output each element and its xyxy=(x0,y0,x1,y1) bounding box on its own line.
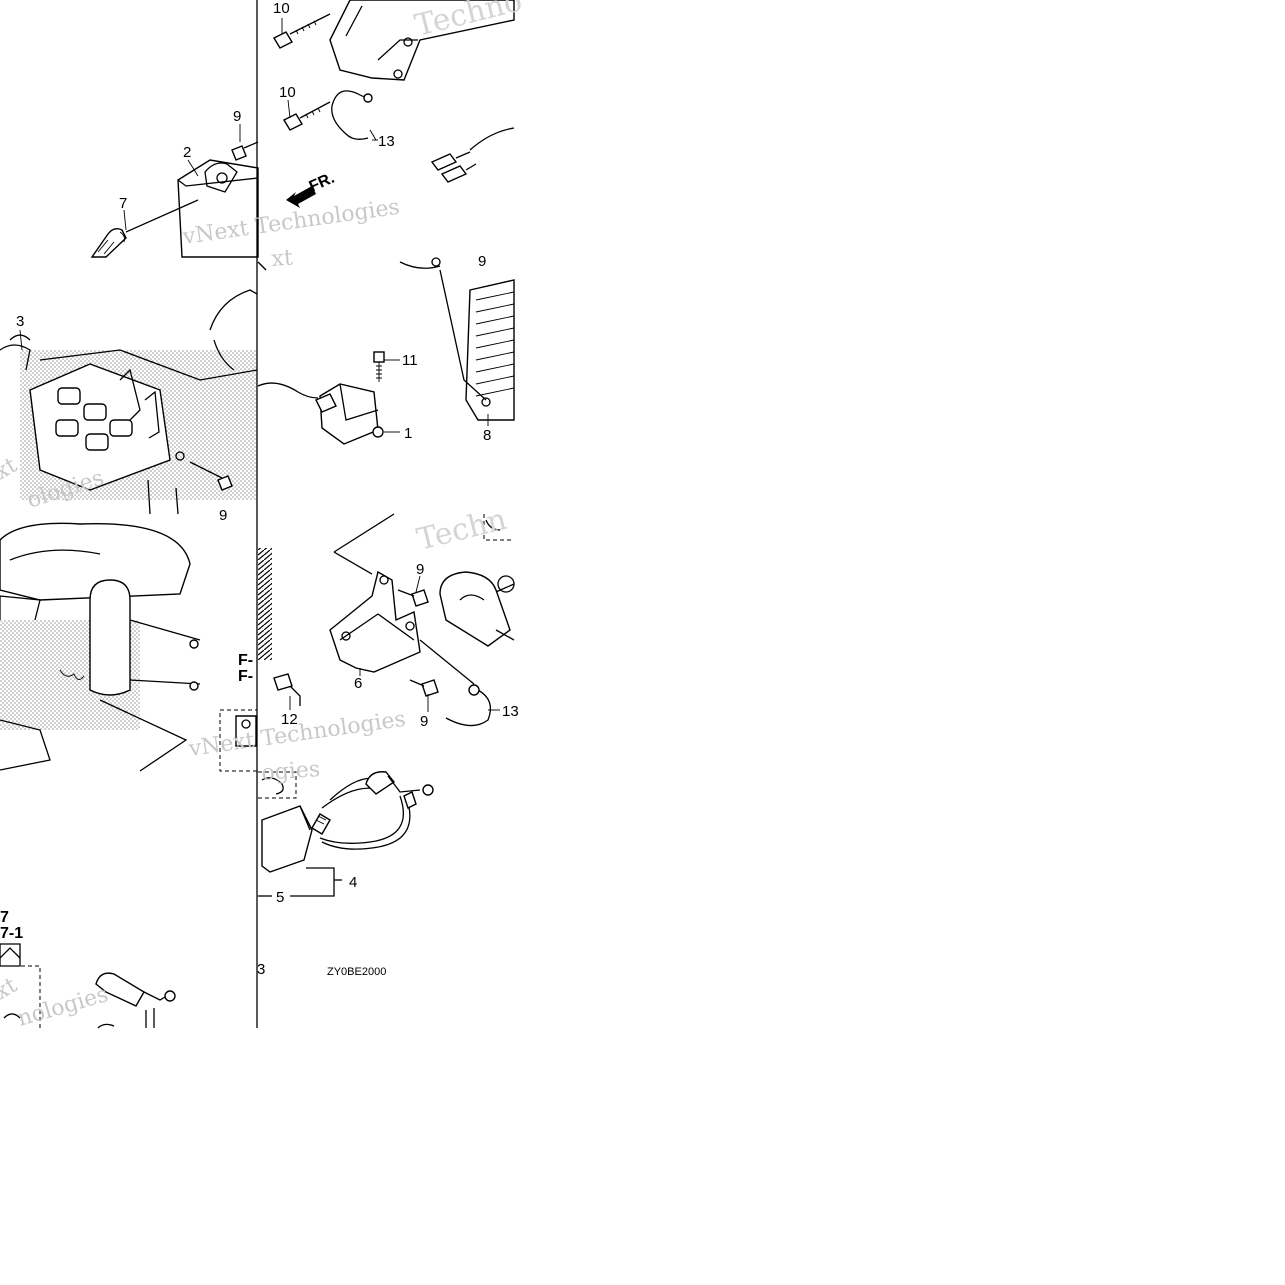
callout-9: 9 xyxy=(420,713,428,730)
tile-engine-shroud xyxy=(0,289,258,515)
callout-10: 10 xyxy=(279,84,296,101)
watermark-text: Techno xyxy=(411,0,525,44)
reference-f: F- xyxy=(238,652,253,669)
watermark-text: xt xyxy=(271,246,294,272)
callout-1: 1 xyxy=(404,425,412,442)
callout-13: 13 xyxy=(502,703,519,720)
callout-9: 9 xyxy=(478,253,486,270)
tile-control-box xyxy=(90,141,259,258)
reference-labels: F- F- 7 7-1 xyxy=(0,652,253,942)
callout-9: 9 xyxy=(233,108,241,125)
callout-9: 9 xyxy=(416,561,424,578)
callout-2: 2 xyxy=(183,144,191,161)
callout-6: 6 xyxy=(354,675,362,692)
tile-engine-body xyxy=(0,522,258,772)
drawing-code: ZY0BE2000 xyxy=(327,966,386,978)
callout-7: 7 xyxy=(119,195,127,212)
reference-7-1: 7-1 xyxy=(0,925,23,942)
front-direction-label: FR. xyxy=(307,170,337,196)
leader-lines xyxy=(19,18,500,712)
callout-9: 9 xyxy=(219,507,227,524)
callout-8: 8 xyxy=(483,427,491,444)
callout-5: 5 xyxy=(276,889,284,906)
watermark-text: xt xyxy=(0,973,22,1005)
callout-10: 10 xyxy=(273,0,290,17)
callout-13: 13 xyxy=(378,133,395,150)
callouts: 10 10 13 9 2 7 9 3 11 1 8 9 9 6 13 12 9 … xyxy=(16,0,519,978)
watermark-text: nologies xyxy=(15,982,111,1032)
callout-11: 11 xyxy=(402,352,418,369)
callout-3: 3 xyxy=(257,961,265,978)
callout-3: 3 xyxy=(16,313,24,330)
watermark-text: Techn xyxy=(413,502,510,558)
watermark-text: ogies xyxy=(261,757,321,786)
reference-f: F- xyxy=(238,668,253,685)
callout-4: 4 xyxy=(349,874,357,891)
watermark-text: xt xyxy=(0,453,22,485)
tile-top-bracket xyxy=(273,0,515,208)
tile-plug-cap xyxy=(258,771,434,897)
tile-lower-bracket xyxy=(258,513,515,727)
reference-7: 7 xyxy=(0,909,9,926)
tile-ignition-coil xyxy=(257,257,515,445)
tile-lower-left xyxy=(0,943,176,1029)
callout-12: 12 xyxy=(281,711,298,728)
